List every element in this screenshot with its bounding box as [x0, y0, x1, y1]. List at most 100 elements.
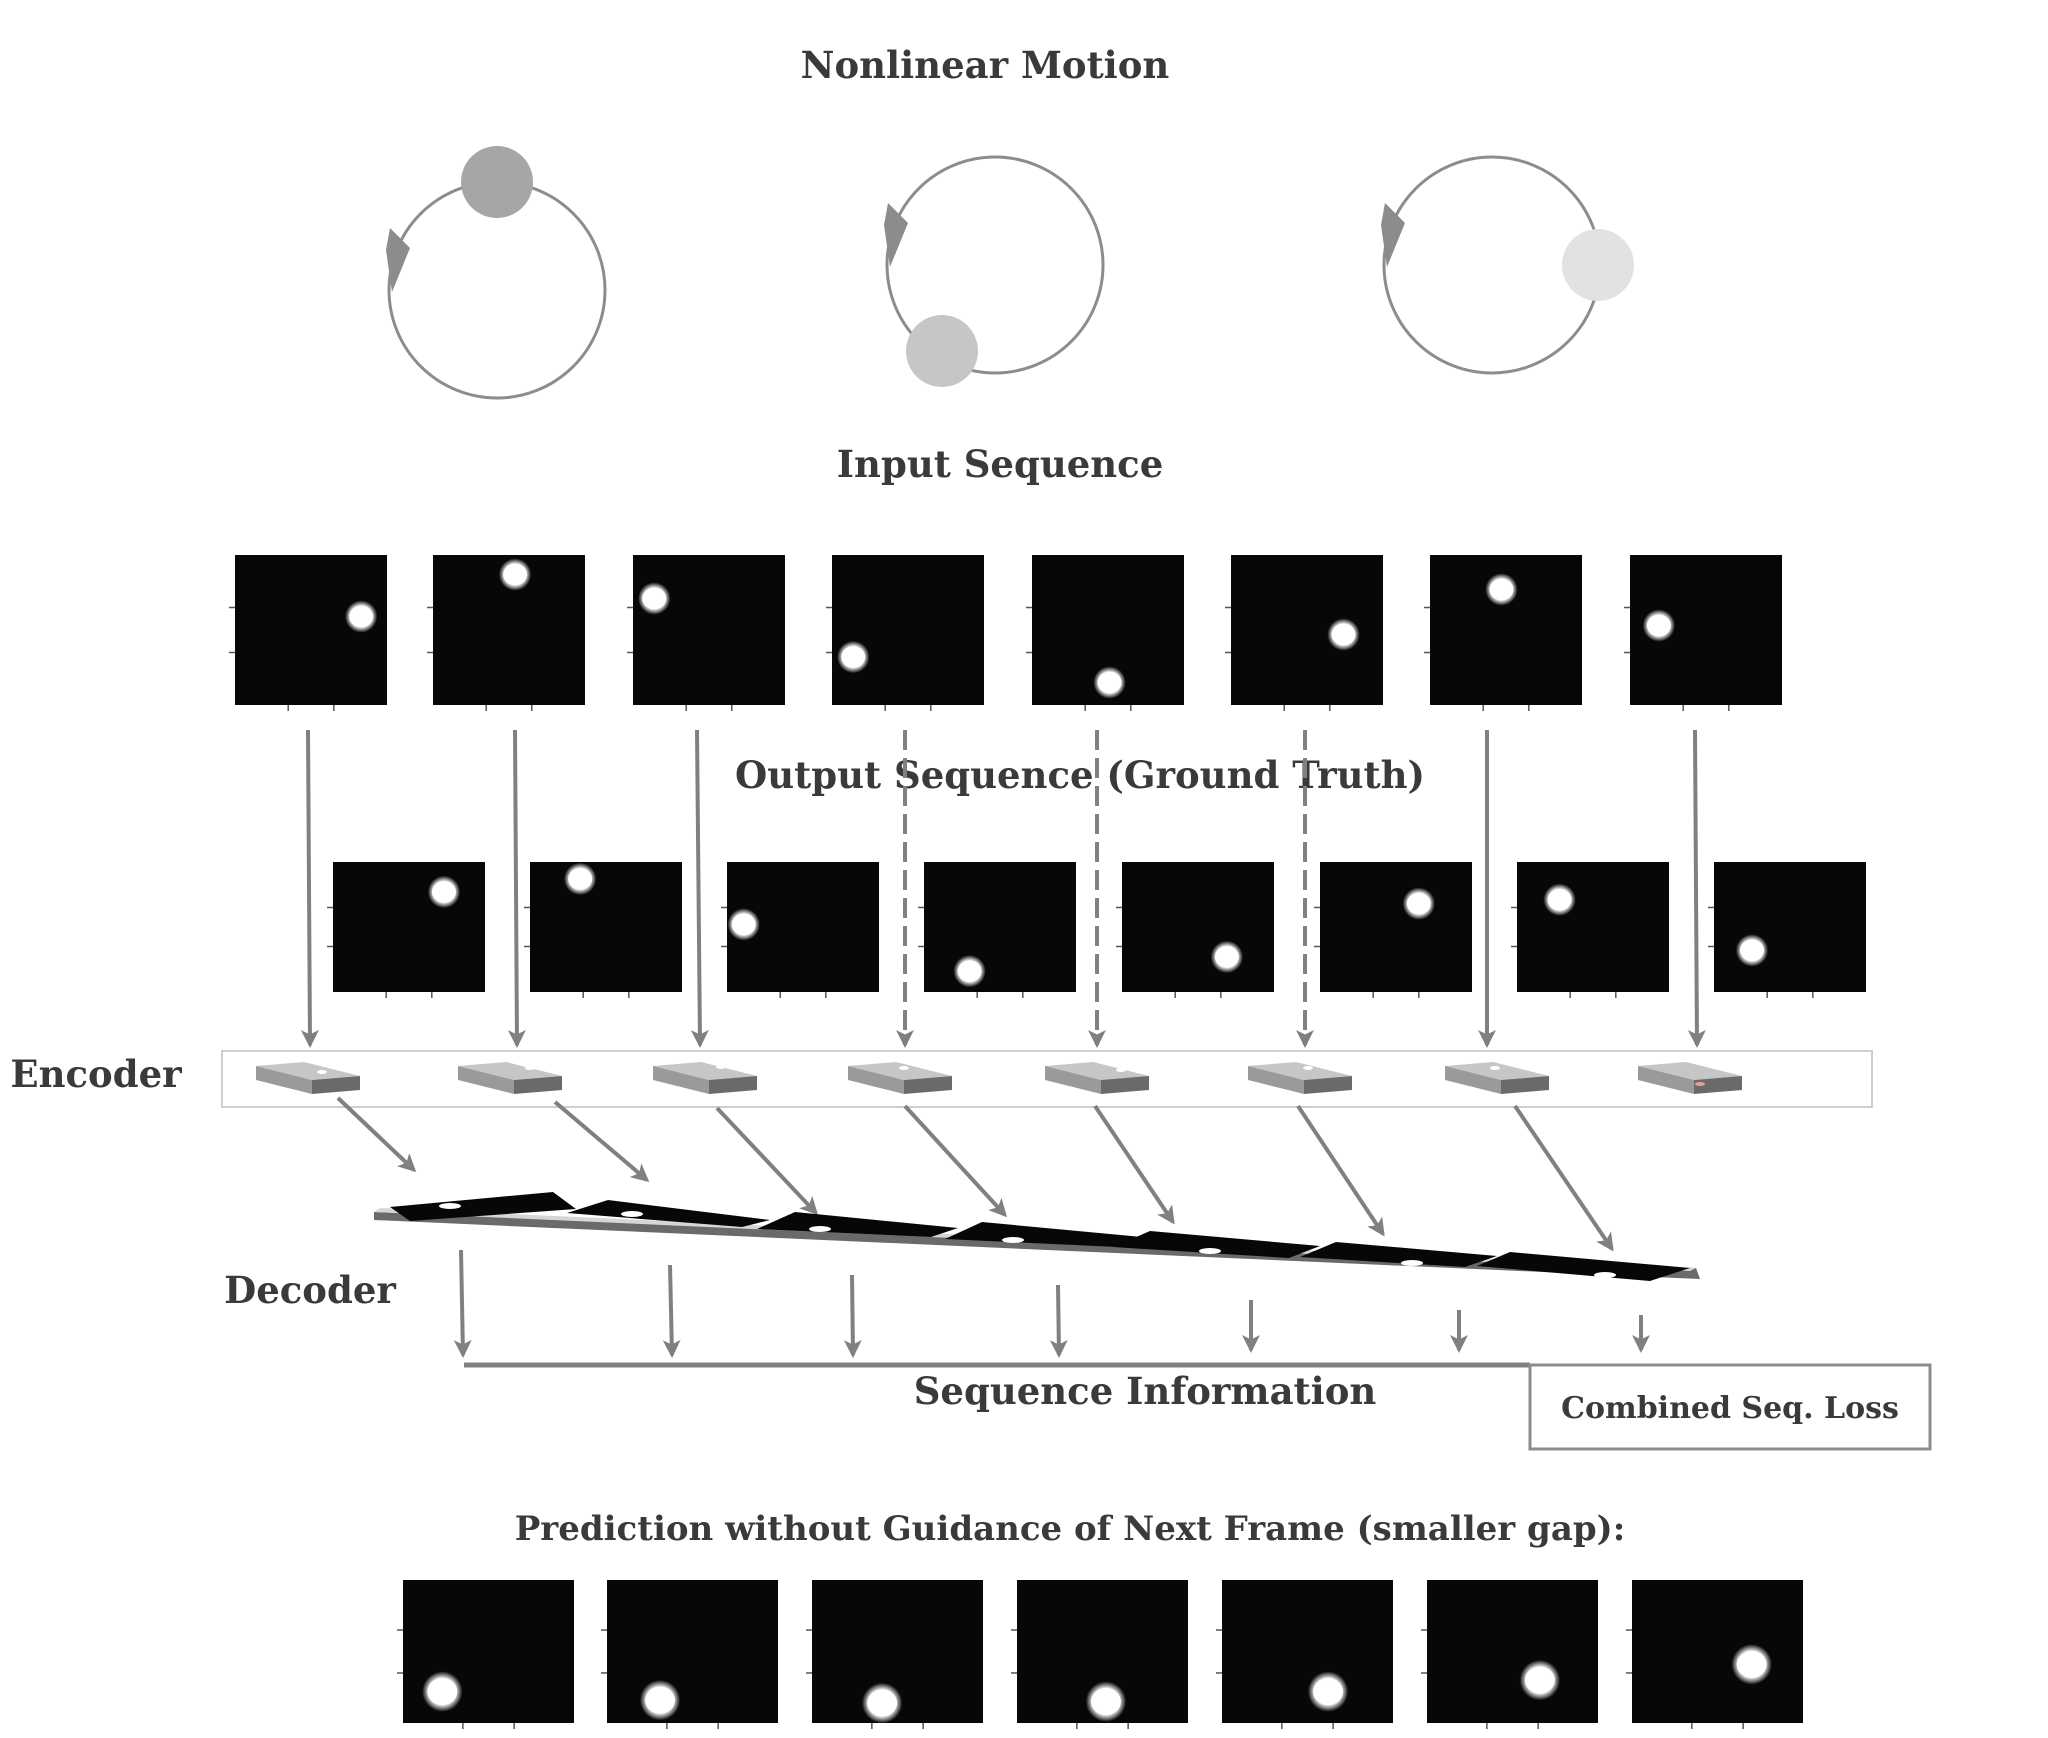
ball — [642, 587, 667, 610]
ball — [503, 563, 528, 586]
decoder-tile — [757, 1212, 958, 1237]
frame-background — [1320, 862, 1472, 992]
output-frame-4 — [918, 862, 1076, 998]
decoder-tile — [1477, 1252, 1690, 1281]
prediction-frame-1 — [397, 1580, 574, 1729]
encoder-to-decoder-arrows — [336, 1096, 1614, 1252]
arrow — [300, 729, 319, 1048]
prediction-frame-7 — [1626, 1580, 1803, 1729]
arrow — [715, 1106, 819, 1216]
decoder-tile — [1113, 1231, 1320, 1258]
decoder-label: Decoder — [224, 1268, 396, 1312]
ball — [1489, 578, 1514, 601]
input-frame-1 — [229, 555, 387, 711]
arrow — [1296, 1104, 1385, 1237]
ball — [1406, 892, 1431, 915]
motion-direction-arrow — [1381, 203, 1405, 267]
prediction-frame-6 — [1421, 1580, 1598, 1729]
arrow — [1687, 729, 1706, 1048]
arrow — [1093, 1104, 1175, 1225]
frame-background — [1222, 1580, 1393, 1723]
prediction-frame-2 — [601, 1580, 778, 1729]
arrow — [1513, 1104, 1614, 1252]
arrow — [843, 1274, 862, 1358]
ball — [568, 868, 593, 890]
encoder-tiles — [256, 1062, 1742, 1094]
input-frame-4 — [826, 555, 984, 711]
motion-circle-1 — [386, 146, 607, 400]
motion-circle-3 — [1381, 155, 1634, 375]
arrow — [336, 1096, 417, 1173]
ball — [1090, 1688, 1121, 1716]
decoder-tile — [390, 1192, 576, 1221]
ball — [431, 881, 456, 903]
combined-loss-box: Combined Seq. Loss — [1528, 1363, 1932, 1451]
ball — [841, 646, 866, 668]
ball — [427, 1678, 458, 1706]
ball — [1313, 1678, 1344, 1706]
ball — [957, 960, 982, 982]
arrow — [1049, 1284, 1068, 1358]
motion-ball — [906, 315, 978, 387]
input-to-encoder-arrows — [300, 729, 1706, 1048]
ball — [1097, 671, 1122, 694]
ball — [645, 1686, 676, 1714]
ball — [731, 913, 756, 936]
motion-ball — [1562, 229, 1634, 301]
prediction-frame-5 — [1216, 1580, 1393, 1729]
input-frame-2 — [427, 555, 585, 711]
motion-direction-arrow — [884, 203, 908, 267]
ball — [1740, 939, 1764, 962]
frame-background — [1231, 555, 1383, 705]
encoder-tile — [653, 1062, 757, 1094]
arrow — [903, 1104, 1008, 1218]
arrow — [553, 1100, 650, 1182]
nonlinear-motion-circles — [386, 146, 1634, 400]
prediction-frames — [397, 1580, 1803, 1729]
frame-background — [1632, 1580, 1803, 1723]
ball — [349, 605, 374, 628]
encoder-tile — [1248, 1062, 1352, 1094]
motion-direction-arrow — [386, 228, 410, 292]
encoder-tile — [256, 1062, 360, 1094]
decoder-output-arrows — [453, 1249, 1650, 1358]
ball — [1331, 623, 1356, 646]
frame-background — [1517, 862, 1669, 992]
frame-background — [633, 555, 785, 705]
ball — [1646, 614, 1671, 637]
output-frame-1 — [327, 862, 485, 998]
combined-loss-label: Combined Seq. Loss — [1561, 1391, 1899, 1426]
decoder-tile — [1300, 1242, 1497, 1267]
frame-background — [530, 862, 682, 992]
motion-circle-2 — [884, 155, 1105, 387]
input-frame-8 — [1624, 555, 1782, 711]
ball — [1547, 888, 1572, 911]
output-frame-6 — [1314, 862, 1472, 998]
encoder-tile — [848, 1062, 952, 1094]
decoder-tile — [567, 1200, 770, 1227]
prediction-frame-3 — [806, 1580, 983, 1729]
decoder-tile — [945, 1222, 1142, 1247]
frame-background — [924, 862, 1076, 992]
prediction-frame-4 — [1011, 1580, 1188, 1729]
frame-background — [832, 555, 984, 705]
arrow — [453, 1249, 472, 1358]
input-sequence-title: Input Sequence — [837, 442, 1164, 486]
input-frame-6 — [1225, 555, 1383, 711]
input-frame-5 — [1026, 555, 1184, 711]
input-sequence-frames — [229, 555, 1782, 711]
ball — [1736, 1650, 1767, 1678]
arrow — [662, 1264, 681, 1358]
decoder-strip — [374, 1192, 1700, 1281]
output-frame-3 — [721, 862, 879, 998]
ball — [1524, 1666, 1555, 1694]
arrow — [690, 729, 709, 1048]
ball — [867, 1689, 898, 1717]
output-frame-2 — [524, 862, 682, 998]
input-frame-7 — [1424, 555, 1582, 711]
output-sequence-title: Output Sequence (Ground Truth) — [735, 753, 1425, 797]
output-frame-5 — [1116, 862, 1274, 998]
arrow — [507, 729, 526, 1048]
sequence-information-label: Sequence Information — [914, 1369, 1377, 1413]
